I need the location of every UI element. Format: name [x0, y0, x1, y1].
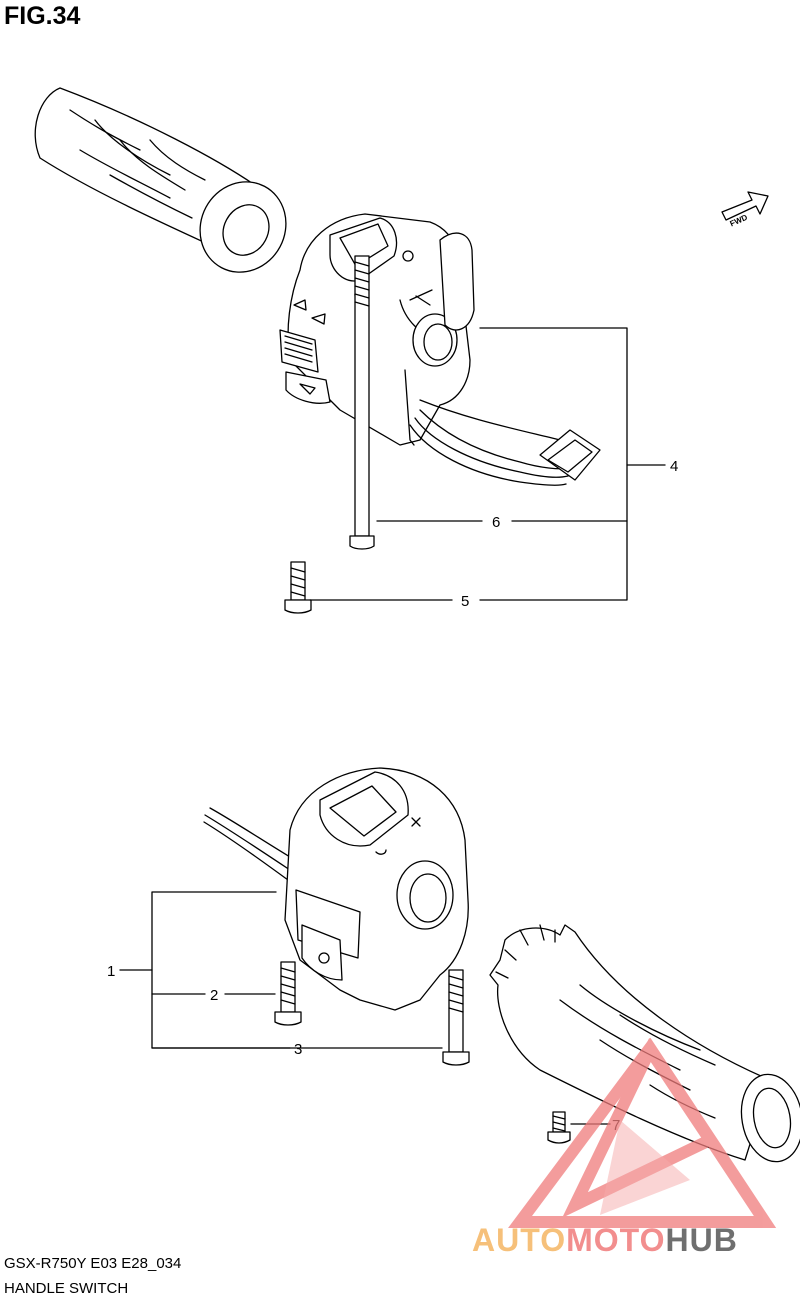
watermark-logo: [508, 1037, 777, 1228]
watermark-part-1: AUTO: [472, 1222, 567, 1258]
upper-wire-harness: [409, 399, 601, 486]
watermark-text: AUTOMOTOHUB: [472, 1222, 738, 1259]
callout-2: 2: [210, 987, 218, 1004]
model-code-caption: GSX-R750Y E03 E28_034: [4, 1255, 182, 1272]
part-name-caption: HANDLE SWITCH: [4, 1280, 129, 1297]
left-grip: [34, 87, 287, 273]
upper-screw-long: [349, 255, 375, 550]
watermark-part-3: HUB: [665, 1222, 738, 1258]
callout-5: 5: [461, 593, 469, 610]
callout-3: 3: [294, 1041, 302, 1058]
watermark-part-2: MOTO: [566, 1222, 666, 1258]
upper-screw-short: [284, 561, 312, 614]
small-screw: [547, 1111, 571, 1144]
lower-screw-long: [442, 969, 470, 1066]
bracket-upper: [479, 327, 628, 601]
upper-switch-housing: [279, 213, 475, 446]
lower-screw-short: [274, 961, 302, 1026]
callout-1: 1: [107, 963, 115, 980]
callout-6: 6: [492, 514, 500, 531]
lower-switch-housing: [203, 767, 469, 1011]
fwd-arrow-icon: [721, 191, 769, 221]
callout-4: 4: [670, 458, 678, 475]
figure-title: FIG.34: [4, 2, 81, 30]
